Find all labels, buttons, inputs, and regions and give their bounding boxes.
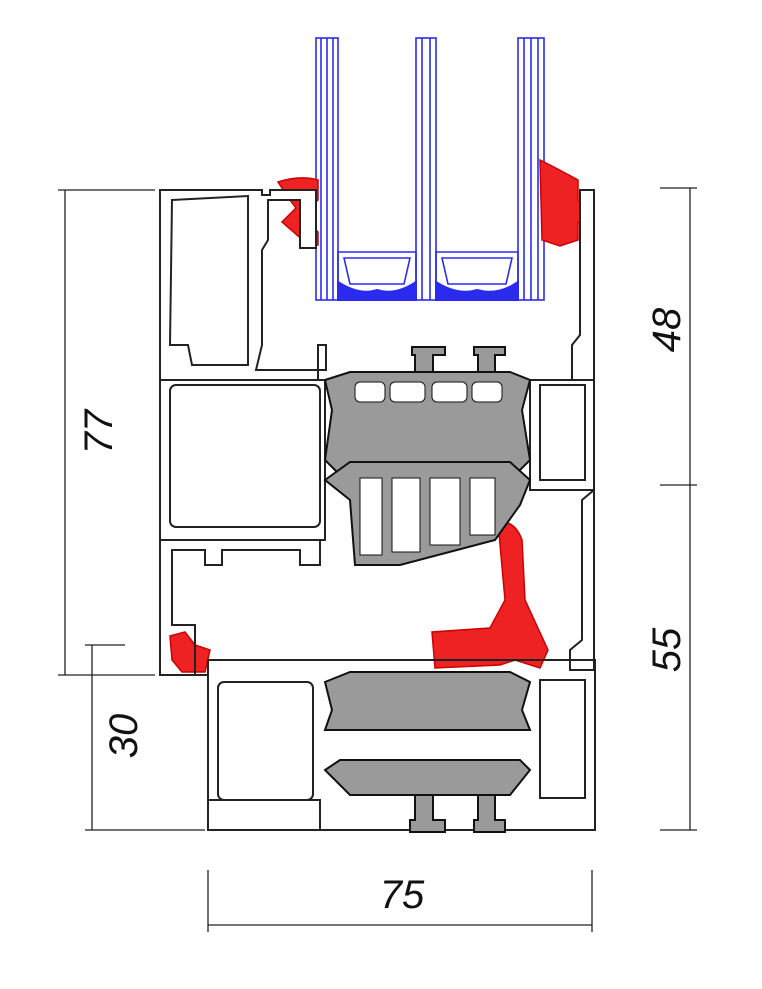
dimension-label-75: 75 <box>380 873 425 917</box>
thermal-break-cavity <box>431 381 468 403</box>
sash-outer-chamber <box>159 189 327 381</box>
dimension-label-30: 30 <box>102 714 146 759</box>
glass-pane-middle <box>415 37 437 301</box>
thermal-break-cavity <box>389 381 426 403</box>
frame-outer-leg <box>208 799 321 830</box>
sash-inner-chamber <box>539 384 586 481</box>
dimension-77: 77 <box>58 189 155 676</box>
frame-thermal-break-upper <box>323 671 532 731</box>
glass-pane-outer <box>315 37 339 301</box>
thermal-break-tee <box>473 794 506 833</box>
frame-main-chamber <box>217 681 314 801</box>
frame-thermal-break-lower <box>323 759 532 796</box>
thermal-break-tee <box>473 346 506 373</box>
thermal-break-tee <box>411 346 446 373</box>
frame-inner-chamber <box>539 679 586 799</box>
dimension-label-77: 77 <box>77 408 121 454</box>
frame-gasket-outer <box>169 631 211 673</box>
dimension-48: 48 <box>645 187 697 486</box>
dimension-75: 75 <box>207 870 593 932</box>
spacer-right-cavity <box>440 257 514 285</box>
thermal-break-lower <box>323 461 532 566</box>
spacer-left-cavity <box>342 257 412 285</box>
thermal-break-tee <box>409 794 446 833</box>
thermal-break-cavity <box>471 381 503 403</box>
frame-profile <box>180 659 596 833</box>
glazing-gasket-inner <box>539 158 589 247</box>
dimension-30: 30 <box>85 644 205 831</box>
dimension-55: 55 <box>645 485 697 831</box>
sash-glazing-bead <box>168 194 249 366</box>
sealant-left <box>337 280 417 301</box>
sash-main-chamber <box>169 384 321 528</box>
dimension-label-55: 55 <box>645 627 689 672</box>
sash-thermal-break <box>323 346 532 566</box>
sash-bottom-leg <box>159 539 321 676</box>
triple-glazing <box>315 37 545 301</box>
sash-inner-leg <box>569 487 595 671</box>
frame-outline <box>207 659 596 831</box>
thermal-break-cavity <box>354 381 386 403</box>
sash-profile <box>159 189 595 676</box>
sealant-right <box>435 280 519 301</box>
glass-pane-edge <box>415 37 437 301</box>
glass-pane-inner <box>517 37 545 301</box>
thermal-break-cavities <box>359 477 496 556</box>
dimension-label-48: 48 <box>645 307 689 352</box>
sash-outer-block <box>159 379 326 541</box>
